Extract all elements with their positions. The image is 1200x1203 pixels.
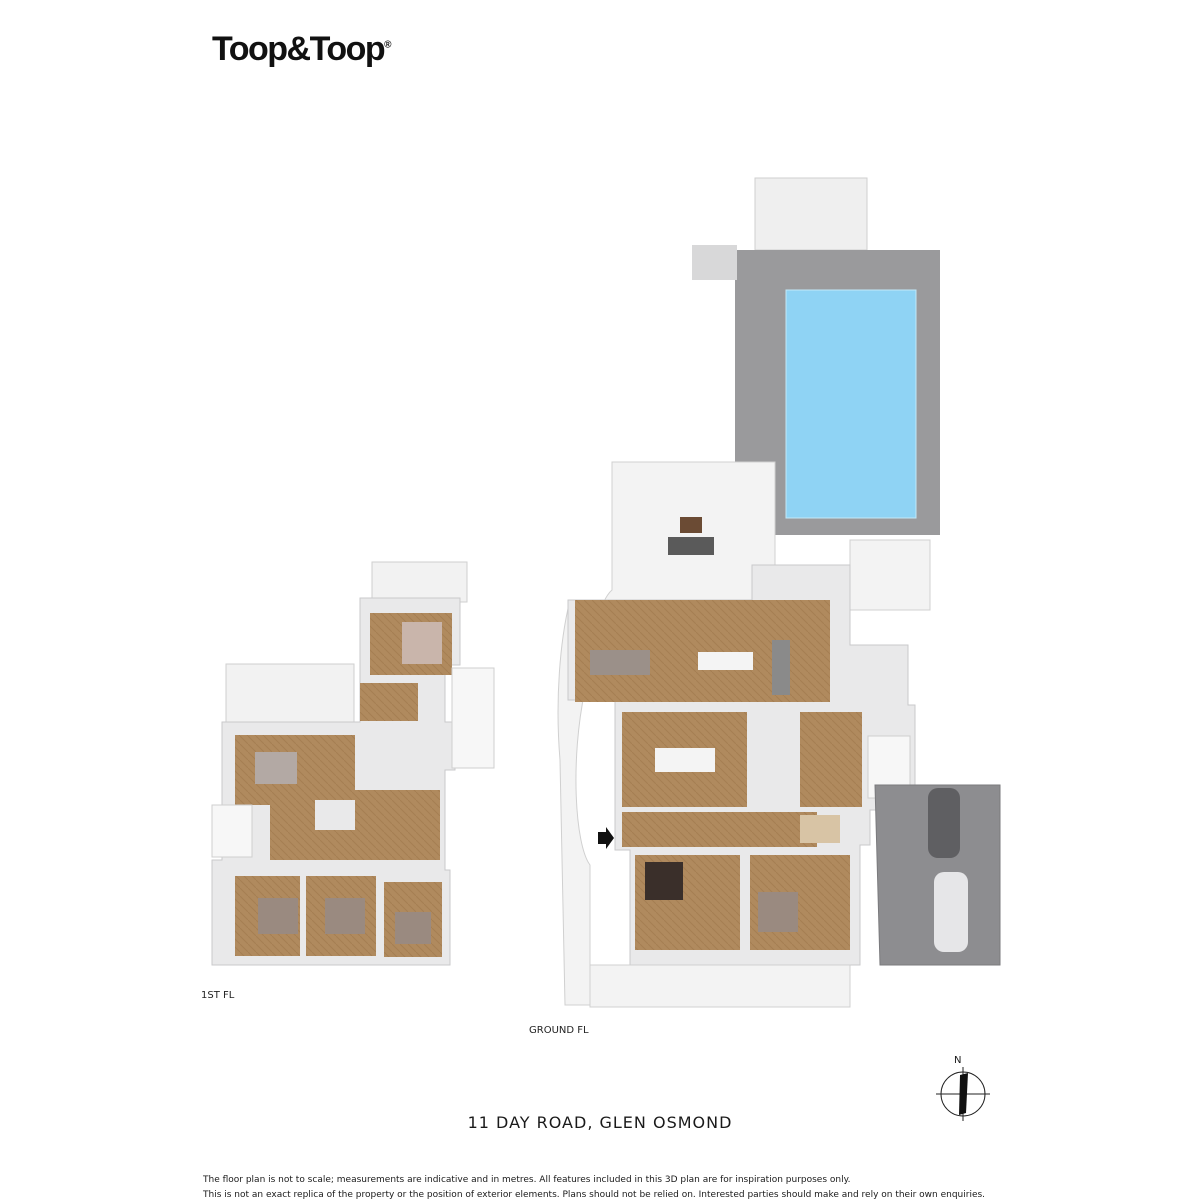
pool-water: [785, 289, 917, 519]
disclaimer-line-1: The floor plan is not to scale; measurem…: [203, 1175, 851, 1185]
disclaimer: The floor plan is not to scale; measurem…: [203, 1173, 985, 1203]
entry-arrow-icon: [598, 827, 614, 849]
living-sofa: [590, 650, 650, 675]
floor-plan-graphic: [211, 177, 1001, 1008]
entry-hall: [622, 812, 817, 847]
bedroom-2-bed: [325, 898, 365, 934]
ground-floor-plan: [557, 177, 1001, 1008]
first-floor-plan: [211, 561, 495, 966]
logo-text: Toop&Toop: [212, 30, 386, 68]
first-floor-bathroom: [211, 804, 253, 858]
front-verandah: [589, 964, 851, 1008]
bedroom-1-bed: [258, 898, 298, 934]
pool-house: [754, 177, 868, 251]
study-rug: [645, 862, 683, 900]
kitchen-island: [772, 640, 790, 695]
outdoor-sofa: [668, 537, 714, 555]
brand-logo: Toop&Toop®: [212, 30, 392, 69]
bedroom-3-bed: [395, 912, 431, 944]
staircase: [800, 815, 840, 843]
outdoor-table: [680, 517, 702, 533]
garage-car-1: [928, 788, 960, 858]
logo-mark: ®: [384, 39, 392, 51]
compass-north-label: N: [954, 1055, 962, 1066]
balcony-left: [225, 663, 355, 723]
rumpus-rug: [255, 752, 297, 784]
ground-floor-label: GROUND FL: [529, 1025, 589, 1036]
property-address: 11 DAY ROAD, GLEN OSMOND: [467, 1113, 733, 1132]
garage-car-2: [934, 872, 968, 952]
formal-dining-table: [655, 748, 715, 772]
guest-bed: [758, 892, 798, 932]
walk-in-robe: [360, 683, 418, 721]
dining-table-family: [698, 652, 753, 670]
rear-hall: [800, 712, 862, 807]
compass-icon: [936, 1067, 990, 1121]
first-floor-label: 1ST FL: [201, 990, 235, 1001]
pool-steps: [692, 245, 737, 280]
pool-terrace: [849, 539, 931, 611]
balcony-top: [371, 561, 468, 603]
disclaimer-line-2: This is not an exact replica of the prop…: [203, 1190, 986, 1200]
ensuite: [451, 667, 495, 769]
master-bed: [402, 622, 442, 664]
